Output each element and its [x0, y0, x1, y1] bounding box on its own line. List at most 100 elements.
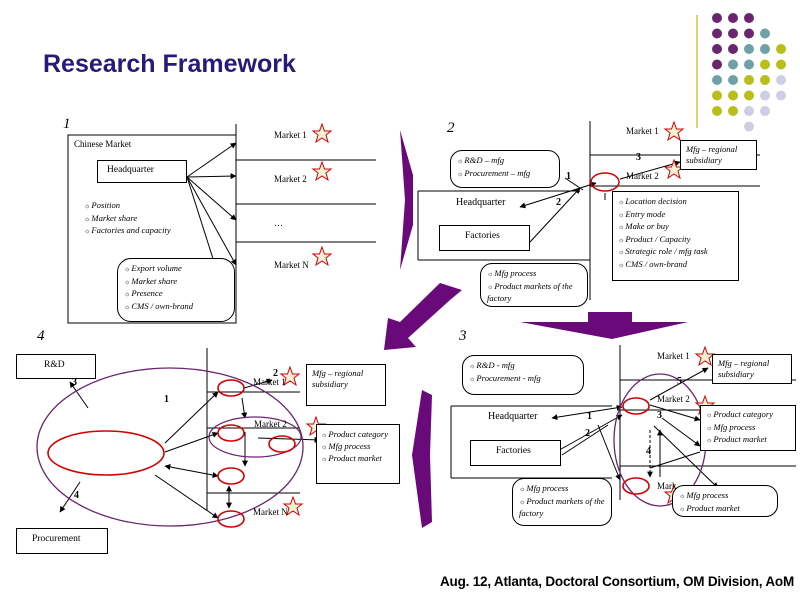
decorative-dots [712, 13, 786, 132]
market-item: Mfg process [679, 490, 771, 503]
panel1-factors: Position Market share Factories and capa… [84, 200, 171, 238]
panel3-lines [450, 345, 796, 500]
outcome-item: CMS / own-brand [124, 301, 228, 314]
factor-item: Market share [84, 213, 171, 226]
decorative-dot [776, 90, 786, 101]
flow-arrow-2-to-4 [384, 283, 462, 350]
rd-item: R&D - mfg [469, 360, 577, 373]
panel3-step-3: 3 [657, 410, 662, 421]
decorative-dot [712, 75, 722, 85]
procurement-box: Procurement [16, 528, 108, 554]
decorative-dot [760, 106, 770, 116]
panel1-market-2: Market 2 [274, 174, 307, 184]
decorative-dot [728, 28, 738, 39]
outcome-item: Presence [124, 288, 228, 301]
panel4-product-box: Product category Mfg process Product mar… [316, 424, 400, 484]
process-item: Mfg process [519, 483, 605, 496]
panel2-process-callout: Mfg process Product markets of the facto… [480, 263, 588, 307]
decorative-dot [776, 59, 786, 70]
rd-item: Procurement - mfg [469, 373, 577, 386]
panel-number-1: 1 [63, 116, 71, 132]
product-item: Product category [321, 429, 395, 441]
panel3-step-4: 4 [646, 446, 651, 457]
decorative-dot [744, 44, 754, 54]
panel2-step-2: 2 [556, 197, 561, 208]
flow-arrow-3-to-4 [412, 390, 432, 528]
panel3-step-5: 5 [677, 376, 682, 387]
panel2-market-1: Market 1 [626, 126, 659, 136]
panel2-step-1: 1 [566, 171, 571, 182]
decision-item: Entry mode [618, 209, 733, 222]
panel2-headquarter-label: Headquarter [456, 197, 506, 208]
decorative-dot [712, 90, 722, 101]
panel4-market-n: Market N [253, 507, 288, 517]
decorative-dot [728, 90, 738, 101]
decorative-dot [744, 59, 754, 70]
outcome-item: Export volume [124, 263, 228, 276]
panel4-market2-ellipse [208, 416, 302, 458]
panel3-process-callout: Mfg process Product markets of the facto… [512, 478, 612, 526]
product-item: Product market [321, 453, 395, 465]
product-item: Product category [706, 409, 790, 422]
panel1-market-ellipsis: … [274, 218, 283, 228]
process-item: Mfg process [487, 268, 581, 281]
product-item: Mfg process [706, 422, 790, 435]
decision-item: CMS / own-brand [618, 259, 733, 272]
decorative-dot [744, 90, 754, 101]
panel2-rd-callout: R&D – mfg Procurement – mfg [450, 150, 560, 188]
panel4-subsidiary-box: Mfg – regional subsidiary [306, 364, 386, 406]
decorative-dot [744, 13, 754, 23]
panel3-market-callout: Mfg process Product market [672, 485, 778, 517]
panel2-factories-box: Factories [439, 225, 530, 251]
decision-item: Strategic role / mfg task [618, 246, 733, 259]
panel2-subsidiary-box: Mfg – regional subsidiary [680, 140, 757, 170]
panel4-step-4: 4 [74, 490, 79, 501]
panel1-market-1: Market 1 [274, 130, 307, 140]
panel3-rd-callout: R&D - mfg Procurement - mfg [462, 355, 584, 395]
decorative-dot [776, 75, 786, 85]
panel4-step-2: 2 [273, 368, 278, 379]
panel4-lines [59, 348, 321, 519]
decorative-dot [744, 106, 754, 116]
panel4-market-2: Market 2 [254, 419, 287, 429]
panel3-headquarter-label: Headquarter [488, 411, 538, 422]
decorative-dot [776, 44, 786, 54]
decorative-dot [728, 44, 738, 54]
decorative-dot [712, 44, 722, 54]
decision-item: Location decision [618, 196, 733, 209]
panel3-market-n-cut: Mark [657, 481, 677, 491]
panel4-market-1: Market 1 [253, 377, 286, 387]
rd-item: Procurement – mfg [457, 168, 553, 181]
factor-item: Factories and capacity [84, 225, 170, 238]
rd-item: R&D – mfg [457, 155, 553, 168]
decorative-dot [712, 13, 722, 23]
decorative-dot [728, 106, 738, 116]
rd-box: R&D [16, 354, 96, 379]
decorative-dot [760, 90, 770, 101]
panel-number-2: 2 [447, 120, 455, 136]
panel4-network-ellipse [36, 367, 304, 527]
panel2-step-3: 3 [636, 152, 641, 163]
decorative-dot [744, 28, 754, 39]
panel3-market-1: Market 1 [657, 351, 690, 361]
decorative-dot [760, 59, 770, 70]
panel1-lines [67, 124, 376, 324]
panel3-market-2: Market 2 [657, 394, 690, 404]
panel2-decisions-box: Location decision Entry mode Make or buy… [612, 191, 739, 281]
decorative-dot [712, 28, 722, 39]
product-item: Product market [706, 434, 790, 447]
decision-item: Make or buy [618, 221, 733, 234]
panel3-subsidiary-box: Mfg – regional subsidiary [712, 354, 792, 384]
flow-arrow-1-to-2 [400, 130, 413, 270]
panel2-market-2: Market 2 [626, 171, 659, 181]
panel4-step-3: 3 [72, 377, 77, 388]
decorative-dot [728, 59, 738, 70]
flow-arrow-2-to-3 [520, 312, 688, 339]
decorative-dot [760, 75, 770, 85]
panel2-lines [417, 121, 760, 300]
panel4-red-ellipses [47, 379, 296, 528]
panel1-market-stars [311, 122, 333, 267]
process-item: Product markets of the factory [487, 281, 581, 305]
panel3-step-2: 2 [585, 428, 590, 439]
panel3-red-ellipses [622, 397, 650, 495]
